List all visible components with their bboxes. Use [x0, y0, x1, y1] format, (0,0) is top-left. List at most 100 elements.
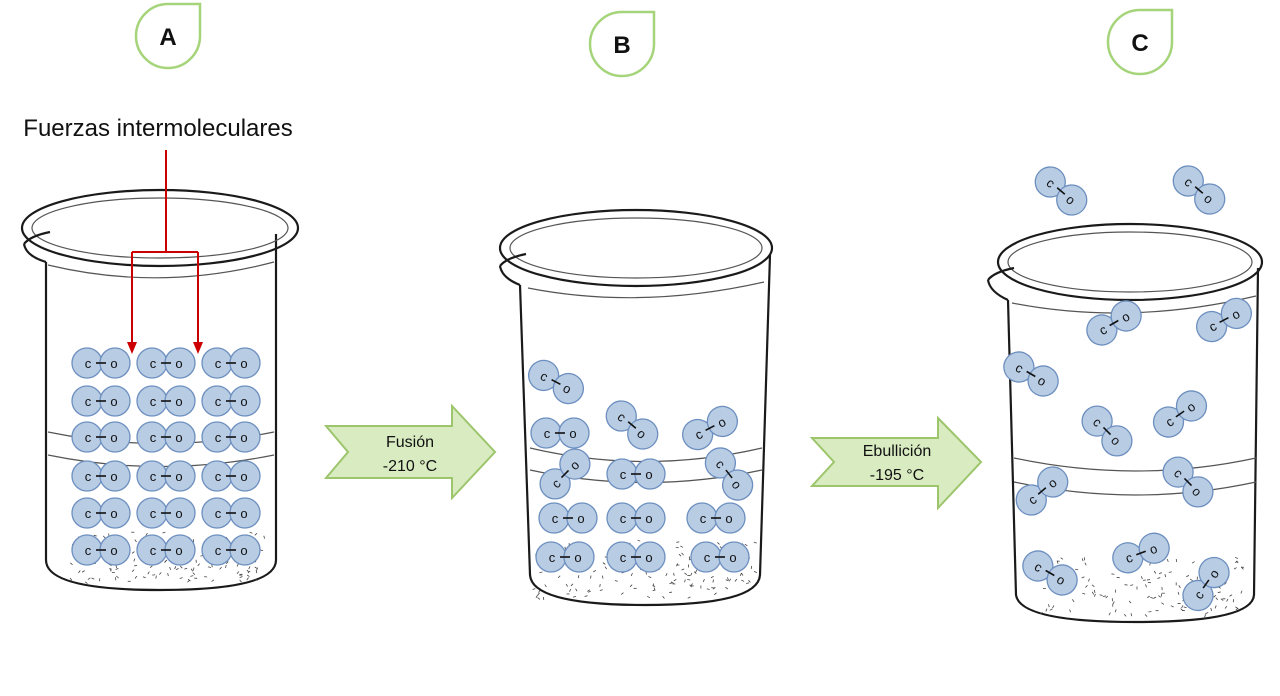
oxygen-symbol: o [175, 506, 182, 521]
co-molecule-gas: co [1182, 556, 1230, 612]
sediment-speck [570, 583, 574, 587]
sediment-speck [614, 580, 618, 582]
fusion-label: Fusión [386, 434, 434, 451]
carbon-symbol: c [620, 511, 627, 526]
co-molecule-liquid: co [539, 448, 591, 500]
sediment-speck [93, 534, 97, 537]
co-bond [560, 469, 570, 479]
sediment-speck [187, 579, 190, 583]
sediment-speck [115, 568, 119, 570]
oxygen-symbol: o [110, 469, 117, 484]
co-molecule-gas: co [1195, 297, 1253, 343]
sediment-speck [593, 570, 597, 573]
sediment-speck [1072, 599, 1075, 603]
sediment-speck [263, 535, 265, 539]
co-molecule-gas: co [1003, 351, 1059, 397]
co-bond [1175, 410, 1185, 418]
sediment-speck [728, 578, 732, 582]
carbon-symbol: c [215, 506, 222, 521]
oxygen-symbol: o [574, 550, 581, 565]
sediment-speck [1153, 596, 1157, 599]
sediment-speck [637, 539, 641, 542]
sediment-speck [1093, 593, 1096, 597]
carbon-symbol: c [85, 506, 92, 521]
oxygen-symbol: o [240, 430, 247, 445]
oxygen-symbol: o [110, 394, 117, 409]
sediment-speck [734, 578, 738, 582]
sediment-speck [1081, 558, 1084, 562]
carbon-symbol: c [215, 430, 222, 445]
sediment-speck [1189, 578, 1193, 582]
stage-badge-a-label: A [159, 24, 176, 51]
sediment-speck [1158, 595, 1162, 598]
co-molecule-gas: co [1022, 550, 1078, 596]
carbon-symbol: c [150, 469, 157, 484]
stage-badge-a: A [134, 2, 202, 70]
co-molecule-gas: co [1086, 300, 1142, 346]
sediment-speck [539, 571, 543, 574]
sediment-speck [706, 588, 710, 590]
sediment-speck [587, 589, 591, 592]
sediment-speck [537, 597, 541, 600]
sediment-speck [1082, 592, 1086, 595]
ebullicion-label: Ebullición [863, 443, 931, 460]
sediment-speck [1130, 584, 1134, 586]
sediment-speck [1102, 595, 1106, 597]
sediment-speck [169, 566, 172, 570]
sediment-speck [1048, 604, 1050, 608]
sediment-speck [702, 579, 705, 583]
sediment-speck [145, 532, 148, 536]
sediment-speck [684, 579, 686, 583]
sediment-speck [1215, 597, 1219, 601]
sediment-speck [1045, 608, 1048, 612]
sediment-speck [1052, 605, 1055, 609]
sediment-speck [184, 567, 188, 570]
sediment-speck [225, 565, 227, 569]
oxygen-symbol: o [240, 543, 247, 558]
sediment-speck [690, 583, 693, 587]
co-bond [1219, 316, 1229, 324]
sediment-speck [1049, 608, 1053, 611]
sediment-speck [225, 561, 229, 564]
co-molecule-gas: co [1081, 405, 1133, 457]
sediment-speck [1091, 584, 1095, 587]
carbon-symbol: c [215, 394, 222, 409]
co-molecule-gas: co [1152, 390, 1208, 438]
sediment-speck [630, 572, 633, 577]
sediment-speck [91, 577, 95, 580]
sediment-speck [239, 576, 243, 578]
oxygen-symbol: o [175, 469, 182, 484]
sediment-speck [1128, 600, 1132, 604]
co-molecule-liquid: co [605, 400, 659, 450]
sediment-speck [673, 572, 675, 576]
carbon-symbol: c [85, 356, 92, 371]
oxygen-symbol: o [645, 467, 652, 482]
sediment-speck [748, 579, 751, 583]
sediment-speck [247, 570, 251, 574]
sediment-speck [604, 566, 608, 570]
sediment-speck [1186, 575, 1190, 578]
sediment-speck [1191, 561, 1195, 564]
co-bond [1102, 426, 1112, 436]
sediment-speck [725, 586, 729, 590]
sediment-speck [102, 535, 106, 539]
sediment-speck [741, 579, 745, 582]
sediment-speck [712, 586, 716, 590]
sediment-speck [190, 575, 194, 577]
sediment-speck [1229, 594, 1233, 597]
oxygen-symbol: o [240, 356, 247, 371]
sediment-speck [1158, 572, 1162, 574]
sediment-speck [236, 563, 239, 567]
sediment-speck [601, 575, 604, 579]
sediment-speck [179, 565, 183, 569]
sediment-speck [1233, 567, 1237, 570]
sediment-speck [1140, 576, 1143, 580]
sediment-speck [1235, 607, 1239, 611]
sediment-speck [1146, 595, 1150, 598]
sediment-speck [1240, 590, 1243, 594]
co-molecule-liquid: co [527, 359, 585, 405]
oxygen-symbol: o [240, 394, 247, 409]
sediment-speck [211, 579, 215, 582]
